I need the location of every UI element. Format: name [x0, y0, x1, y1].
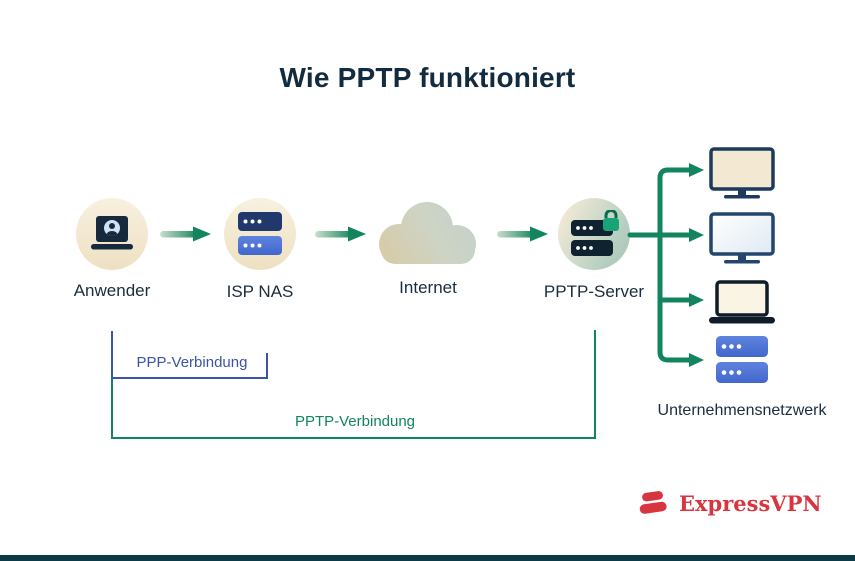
anwender-node: [76, 198, 148, 270]
server-rack-icon: [716, 336, 768, 383]
pptp-server-node: [558, 198, 630, 270]
secure-server-lock-icon: [571, 210, 619, 256]
router-server-icon: [238, 212, 282, 255]
diagram-title: Wie PPTP funktioniert: [279, 62, 576, 93]
laptop-icon: [709, 280, 775, 324]
anwender-label: Anwender: [73, 281, 151, 300]
pptp-connection-label: PPTP-Verbindung: [294, 413, 416, 430]
laptop-user-icon: [91, 216, 133, 250]
arrow-right-icon: [160, 226, 211, 242]
network-branch-connector: [627, 163, 704, 367]
expressvpn-logo: ExpressVPN: [636, 487, 822, 519]
corporate-network-label: Unternehmensnetzwerk: [657, 402, 827, 419]
ppp-connection-label: PPP-Verbindung: [136, 354, 248, 371]
footer-bar: [0, 555, 855, 561]
isp-nas-node: [224, 198, 296, 270]
internet-label: Internet: [399, 278, 457, 297]
expressvpn-icon: [639, 491, 667, 514]
desktop-monitor-icon: [709, 212, 775, 264]
expressvpn-wordmark: ExpressVPN: [679, 490, 822, 516]
internet-cloud-icon: [379, 202, 476, 264]
ppp-bracket: [111, 331, 268, 379]
isp-nas-label: ISP NAS: [226, 282, 294, 301]
pptp-bracket: [111, 330, 596, 439]
arrow-right-icon: [315, 226, 366, 242]
pptp-server-label: PPTP-Server: [543, 282, 645, 301]
arrow-right-icon: [497, 226, 548, 242]
desktop-monitor-icon: [709, 147, 775, 199]
